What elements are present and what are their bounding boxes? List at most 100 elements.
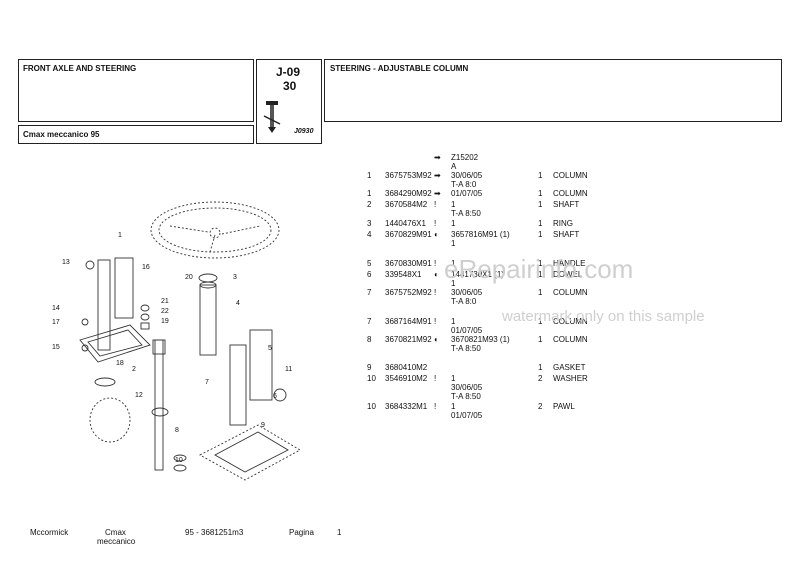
code-bottom: 30 (283, 79, 297, 93)
part-pos: 10 (367, 402, 376, 411)
part-alt: 01/07/05 (451, 189, 483, 198)
part-number: 3670821M92 (385, 335, 432, 344)
part-qty: 1 (538, 317, 543, 326)
part-alt2: 1 (451, 239, 456, 248)
callout-19: 19 (161, 318, 169, 325)
note-icon: ! (434, 259, 437, 268)
callout-9: 9 (261, 422, 265, 429)
part-pos: 6 (367, 270, 372, 279)
callout-1: 1 (118, 232, 122, 239)
part-qty: 2 (538, 374, 543, 383)
part-alt: 1 (451, 259, 456, 268)
replacement-icon: ◐ (434, 335, 439, 344)
part-number: 3670829M91 (385, 230, 432, 239)
part-alt: 1 (451, 219, 456, 228)
part-alt: 1441730X1 (1) (451, 270, 504, 279)
callout-5: 5 (268, 345, 272, 352)
date-arrow-icon: ➡ (434, 189, 441, 198)
part-alt: 1 (451, 317, 456, 326)
part-desc: COLUMN (553, 189, 588, 198)
note-icon: ! (434, 200, 437, 209)
footer-model-2: meccanico (97, 537, 136, 546)
part-alt2: 01/07/05 (451, 326, 483, 335)
note-icon: ! (434, 402, 437, 411)
parts-ref-sub: A (451, 162, 457, 171)
part-alt: 30/06/05 (451, 171, 483, 180)
note-icon: ! (434, 374, 437, 383)
part-desc: DOWEL (553, 270, 583, 279)
part-number: 3670584M2 (385, 200, 428, 209)
date-arrow-icon: ➡ (434, 171, 441, 180)
part-alt2: T-A 8:50 (451, 209, 481, 218)
part-pos: 4 (367, 230, 372, 239)
parts-ref: Z15202 (451, 153, 479, 162)
watermark-main: eRepairinfo.com (444, 254, 634, 284)
callout-18: 18 (116, 360, 124, 367)
model-box (18, 125, 254, 144)
callout-8: 8 (175, 427, 179, 434)
figure-code: J0930 (294, 128, 314, 135)
part-desc: SHAFT (553, 230, 580, 239)
part-pos: 1 (367, 171, 372, 180)
part-qty: 1 (538, 335, 543, 344)
part-qty: 1 (538, 171, 543, 180)
part-number: 3670830M91 (385, 259, 432, 268)
part-desc: COLUMN (553, 317, 588, 326)
part-alt2: T-A 8:0 (451, 297, 477, 306)
part-pos: 1 (367, 189, 372, 198)
part-qty: 1 (538, 288, 543, 297)
callout-15: 15 (52, 344, 60, 351)
part-alt: 1 (451, 374, 456, 383)
callout-20: 20 (185, 274, 193, 281)
part-qty: 2 (538, 402, 543, 411)
part-number: 3684332M1 (385, 402, 428, 411)
part-number: 3546910M2 (385, 374, 428, 383)
part-alt2: 01/07/05 (451, 411, 483, 420)
part-number: 3675753M92 (385, 171, 432, 180)
part-pos: 10 (367, 374, 376, 383)
callout-10: 10 (175, 457, 183, 464)
replacement-icon: ◐ (434, 230, 439, 239)
replacement-icon: ◐ (434, 270, 439, 279)
part-alt: 3657816M91 (1) (451, 230, 510, 239)
part-desc: COLUMN (553, 171, 588, 180)
part-desc: HANDLE (553, 259, 586, 268)
part-desc: SHAFT (553, 200, 580, 209)
callout-16: 16 (142, 264, 150, 271)
footer-doc: 95 - 3681251m3 (185, 528, 244, 537)
part-alt2: T-A 8:0 (451, 180, 477, 189)
figure-code-box (256, 59, 322, 144)
page-title: STEERING - ADJUSTABLE COLUMN (330, 64, 469, 73)
part-alt: 1 (451, 402, 456, 411)
footer-brand: Mccormick (30, 528, 69, 537)
part-number: 3684290M92 (385, 189, 432, 198)
part-desc: PAWL (553, 402, 575, 411)
part-desc: RING (553, 219, 573, 228)
part-alt: 30/06/05 (451, 288, 483, 297)
part-qty: 1 (538, 270, 543, 279)
part-number: 1440476X1 (385, 219, 426, 228)
callout-14: 14 (52, 305, 60, 312)
callout-21: 21 (161, 298, 169, 305)
bolt-icon (263, 101, 281, 133)
part-qty: 1 (538, 259, 543, 268)
part-number: 3687164M91 (385, 317, 432, 326)
section-title: FRONT AXLE AND STEERING (23, 64, 137, 73)
section-title-box (18, 59, 254, 122)
callout-11: 11 (285, 366, 293, 373)
callout-12: 12 (135, 392, 143, 399)
ref-arrow-icon: ➡ (434, 153, 441, 162)
note-icon: ! (434, 219, 437, 228)
callout-7: 7 (205, 379, 209, 386)
part-alt2: T-A 8:50 (451, 344, 481, 353)
part-qty: 1 (538, 219, 543, 228)
part-desc: GASKET (553, 363, 586, 372)
part-pos: 5 (367, 259, 372, 268)
exploded-diagram (79, 201, 301, 481)
note-icon: ! (434, 317, 437, 326)
code-top: J-09 (276, 65, 301, 79)
part-pos: 8 (367, 335, 372, 344)
part-desc: COLUMN (553, 288, 588, 297)
footer-model-1: Cmax (105, 528, 126, 537)
part-alt2: 1 (451, 279, 456, 288)
